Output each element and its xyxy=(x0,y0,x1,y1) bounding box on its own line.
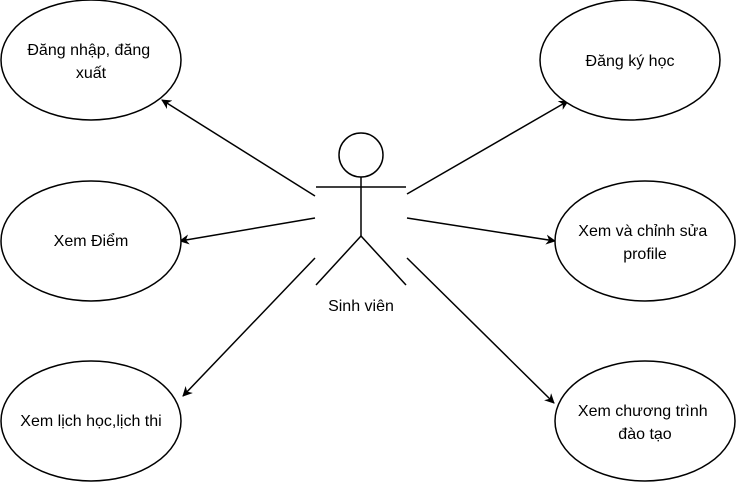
use-case-label-line: xuất xyxy=(76,65,107,82)
arrow-to-course-registration xyxy=(406,100,569,195)
use-case-label-line: Xem lịch học,lịch thi xyxy=(20,413,161,430)
use-case-ellipse xyxy=(0,180,182,302)
use-case-ellipse xyxy=(554,180,736,302)
use-case-ellipse xyxy=(0,0,182,121)
use-case-ellipse xyxy=(554,360,736,482)
use-case-label: Xem Điểm xyxy=(54,232,129,250)
use-case-label-line: Đăng nhập, đăng xyxy=(27,42,150,59)
use-case-view-curriculum: Xem chương trình đào tạo xyxy=(554,360,736,482)
associations xyxy=(161,99,569,404)
actor-head xyxy=(338,132,384,178)
arrow-to-view-curriculum xyxy=(406,257,555,404)
use-case-label: Xem chương trình đào tạo xyxy=(578,403,712,443)
use-case-label: Đăng ký học xyxy=(586,53,675,70)
arrow-to-view-schedule xyxy=(182,257,316,397)
use-case-label-line: Xem chương trình xyxy=(578,403,708,420)
use-case-login-logout: Đăng nhập, đăng xuất xyxy=(0,0,182,121)
use-case-label-line: Xem Điểm xyxy=(54,232,129,250)
use-case-label: Xem lịch học,lịch thi xyxy=(20,413,161,430)
use-case-label-line: profile xyxy=(623,246,667,263)
arrow-to-edit-profile xyxy=(406,217,556,245)
actor-sinh-vien xyxy=(315,132,407,286)
use-case-view-grades: Xem Điểm xyxy=(0,180,182,302)
arrow-to-login-logout xyxy=(161,99,316,197)
actor-left-leg xyxy=(315,235,362,286)
use-case-label-line: đào tạo xyxy=(618,426,671,443)
use-case-ellipse xyxy=(0,360,182,482)
actor-label: Sinh viên xyxy=(328,298,394,315)
arrow-to-view-grades xyxy=(179,217,316,245)
actor-right-leg xyxy=(360,235,407,286)
use-case-course-registration: Đăng ký học xyxy=(539,0,721,121)
use-case-label-line: Đăng ký học xyxy=(586,53,675,70)
use-case-ellipse xyxy=(539,0,721,121)
use-case-label: Xem và chỉnh sửa profile xyxy=(578,223,711,263)
use-case-label: Đăng nhập, đăng xuất xyxy=(27,42,154,82)
use-case-view-schedule: Xem lịch học,lịch thi xyxy=(0,360,182,482)
use-case-label-line: Xem và chỉnh sửa xyxy=(578,223,707,240)
use-case-edit-profile: Xem và chỉnh sửa profile xyxy=(554,180,736,302)
